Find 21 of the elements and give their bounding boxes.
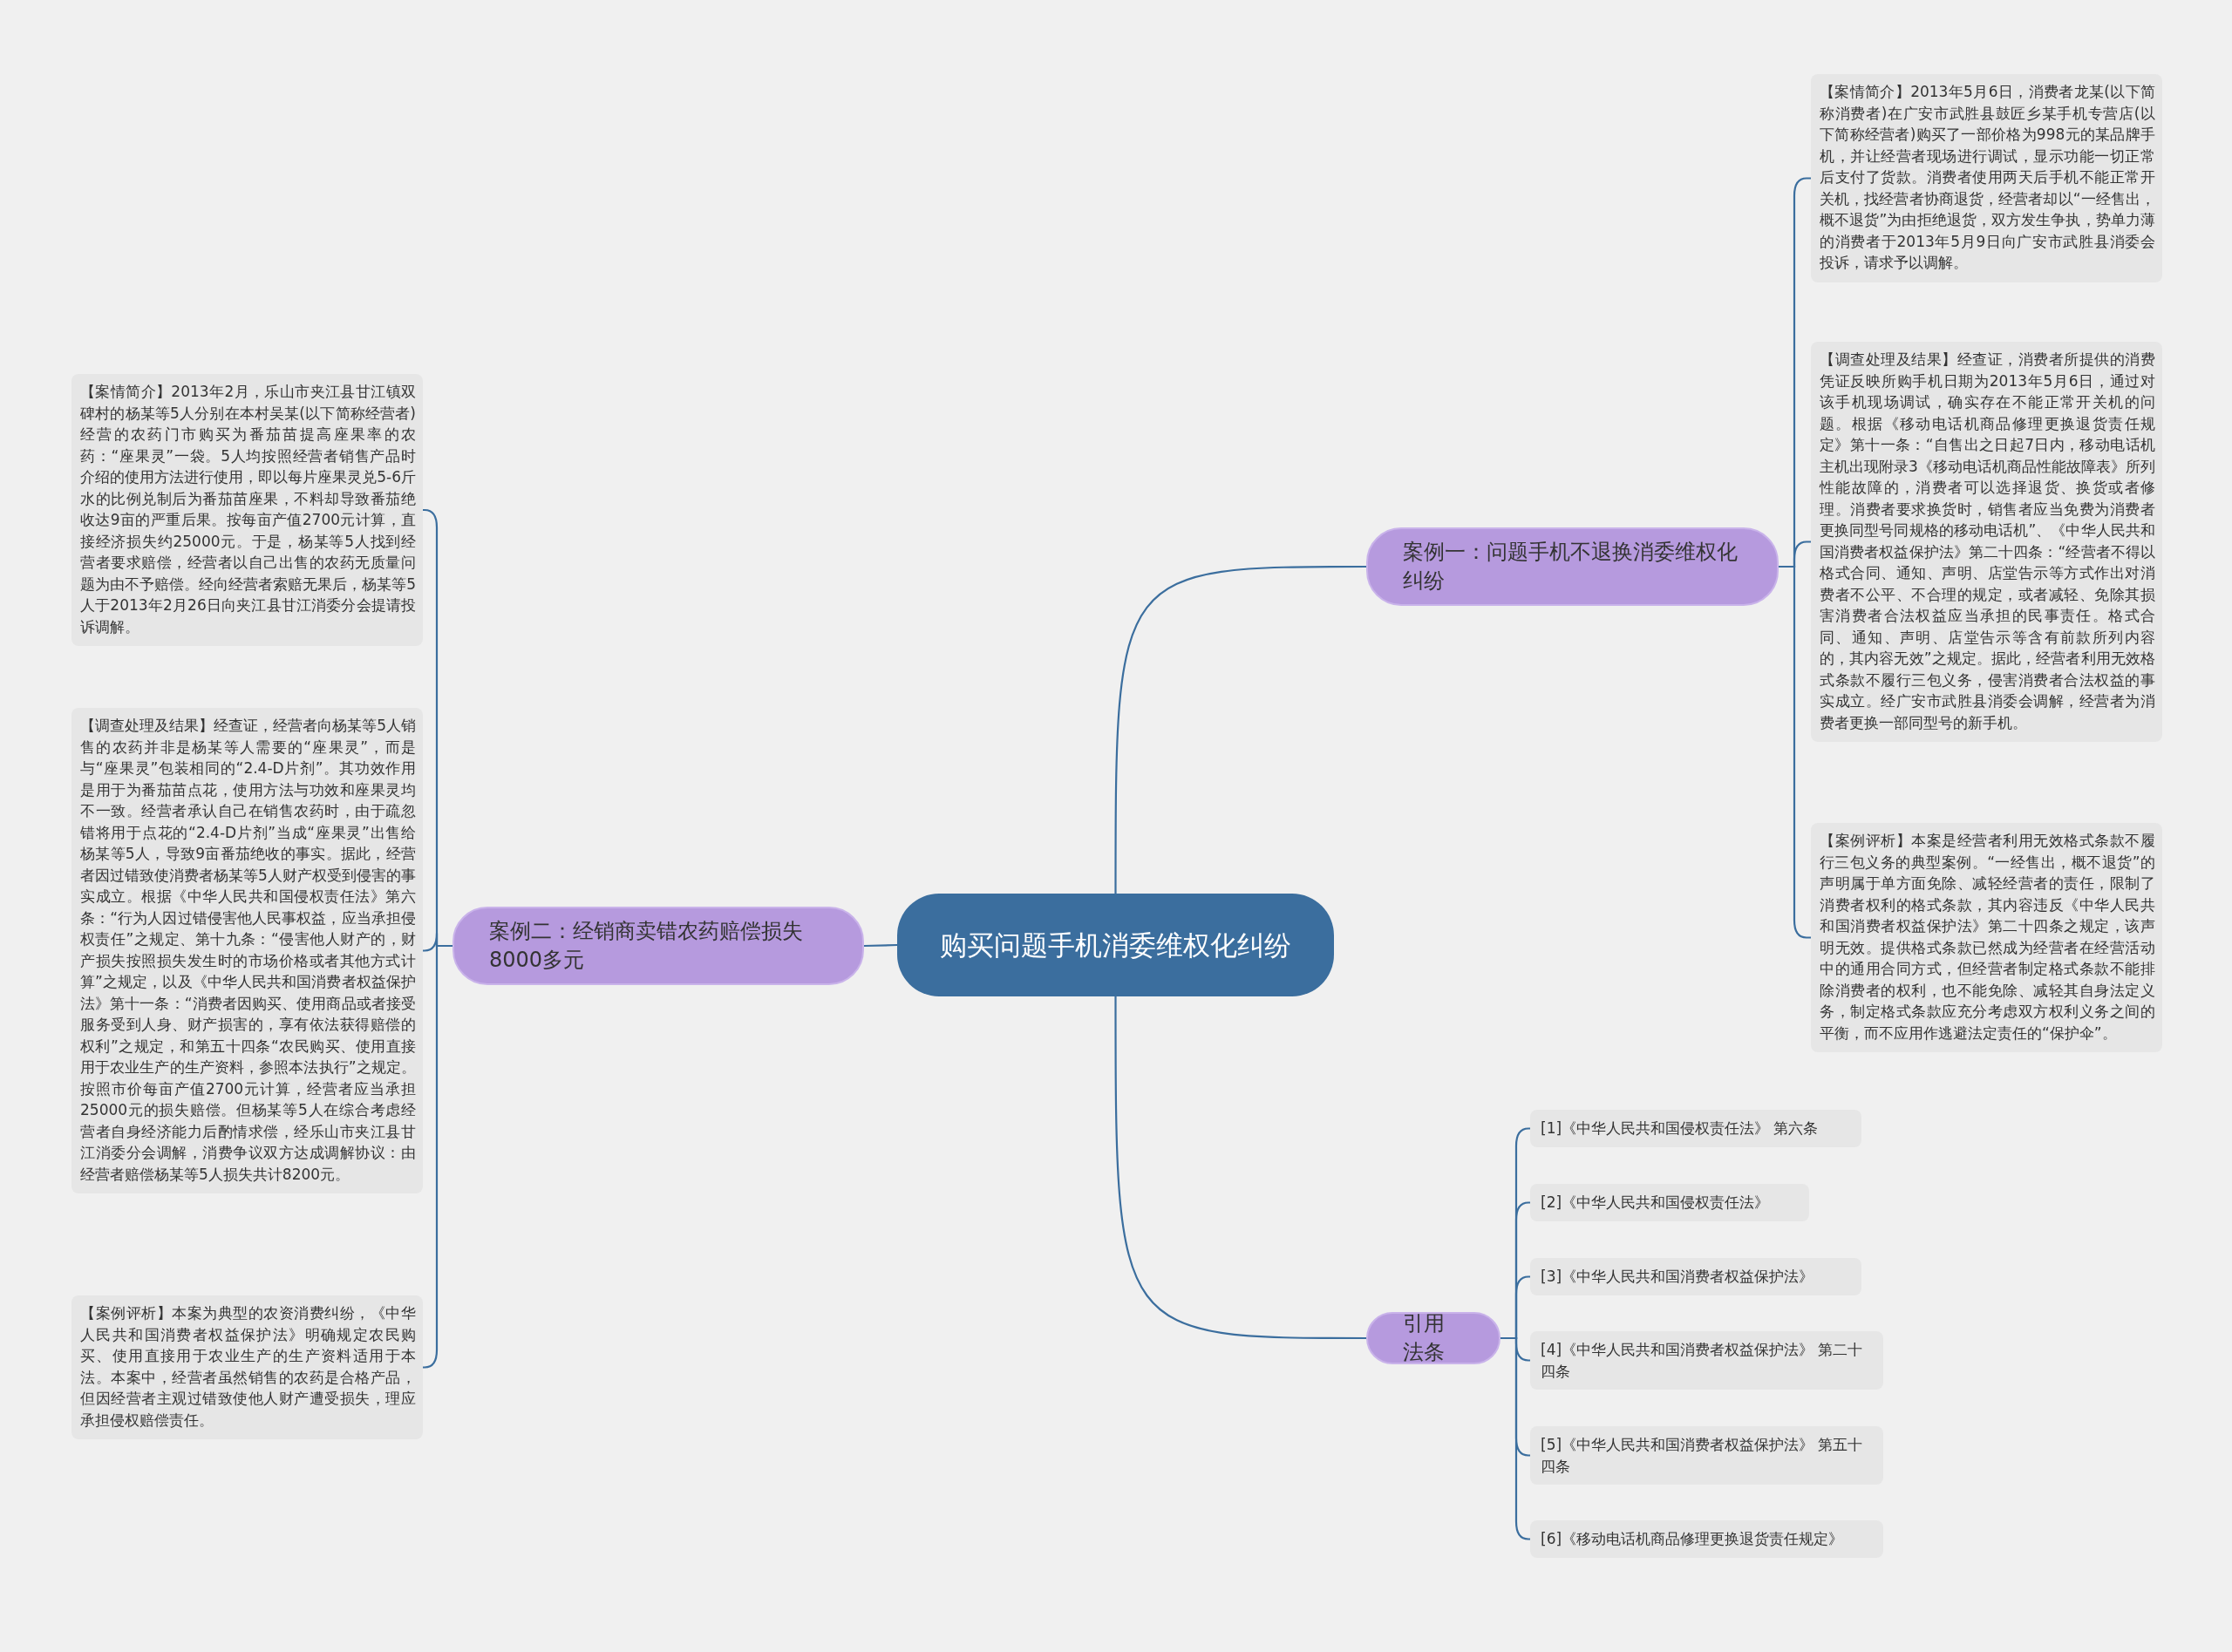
connector-line <box>1500 1336 1531 1540</box>
text-card: 【案情简介】2013年2月，乐山市夹江县甘江镇双碑村的杨某等5人分别在本村吴某(以下简称经营者)经营的农药门市购买为番茄苗提高座果率的农药：“座果灵”一袋。5人均按照经营者销售产品时介绍的使用方法进行使用，即以每片座果灵兑5-6斤水的比例兑制后为番茄苗座果，不料却导致番茄绝收达9亩的严重后果。按每亩产值2700元计算，直接经济损失约25000元。于是，杨某等5人找到经营者要求赔偿，经营者以自己出售的农药无质量问题为由不予赔偿。经向经营者索赔无果后，杨某等5人于2013年2月26日向夹江县甘江消委分会提请投诉调解。 <box>71 374 423 646</box>
connector-line <box>863 943 898 948</box>
text-card: [3]《中华人民共和国消费者权益保护法》 <box>1530 1258 1861 1295</box>
text-card: 【案例评析】本案为典型的农资消费纠纷，《中华人民共和国消费者权益保护法》明确规定农民购买、使用直接用于农业生产的生产资料适用于本法。本案中，经营者虽然销售的农药是合格产品，但因经营者主观过错致使他人财产遭受损失，理应承担侵权赔偿责任。 <box>71 1295 423 1439</box>
text-card: 【案情简介】2013年5月6日，消费者龙某(以下简称消费者)在广安市武胜县鼓匠乡某手机专营店(以下简称经营者)购买了一部价格为998元的某品牌手机，并让经营者现场进行调试，显示功能一切正常后支付了货款。消费者使用两天后手机不能正常开关机，找经营者协商退货，经营者却以“一经售出，概不退货”为由拒绝退货，双方发生争执，势单力薄的消费者于2013年5月9日向广安市武胜县消委会投诉，请求予以调解。 <box>1811 74 2162 282</box>
text-card: [2]《中华人民共和国侵权责任法》 <box>1530 1184 1809 1221</box>
text-card: 【案例评析】本案是经营者利用无效格式条款不履行三包义务的典型案例。“一经售出，概不退货”的声明属于单方面免除、减轻经营者的责任，限制了消费者权利的格式条款，其内容违反《中华人民共和国消费者权益保护法》第二十四条之规定，该声明无效。提供格式条款已然成为经营者在经营活动中的通用合同方式，但经营者制定格式条款不能排除消费者的权利，也不能免除、减轻其自身法定义务，制定格式条款应充分考虑双方权利义务之间的平衡，而不应用作逃避法定责任的“保护伞”。 <box>1811 823 2162 1052</box>
text-card: [1]《中华人民共和国侵权责任法》 第六条 <box>1530 1110 1861 1147</box>
connector-line <box>1779 565 1811 939</box>
text-card: 【调查处理及结果】经查证，消费者所提供的消费凭证反映所购手机日期为2013年5月6日，通过对该手机现场调试，确实存在不能正常开关机的问题。根据《移动电话机商品修理更换退货责任规定》第十一条：“自售出之日起7日内，移动电话机主机出现附录3《移动电话机商品性能故障表》所列性能故障的，消费者可以选择退货、换货或者修理。消费者要求换货时，销售者应当免费为消费者更换同型号同规格的移动电话机”、《中华人民共和国消费者权益保护法》第二十四条：“经营者不得以格式合同、通知、声明、店堂告示等方式作出对消费者不公平、不合理的规定，或者减轻、免除其损害消费者合法权益应当承担的民事责任。格式合同、通知、声明、店堂告示等含有前款所列内容的，其内容无效”之规定。据此，经营者利用无效格式条款不履行三包义务，侵害消费者合法权益的事实成立。经广安市武胜县消委会调解，经营者为消费者更换一部同型号的新手机。 <box>1811 342 2162 742</box>
text-card: [4]《中华人民共和国消费者权益保护法》 第二十四条 <box>1530 1331 1883 1390</box>
text-card: 【调查处理及结果】经查证，经营者向杨某等5人销售的农药并非是杨某等人需要的“座果灵”，而是与“座果灵”包装相同的“2.4-D片剂”。其功效作用是用于为番茄苗点花，使用方法与功效和座果灵均不一致。经营者承认自己在销售农药时，由于疏忽错将用于点花的“2.4-D片剂”当成“座果灵”出售给杨某等5人，导致9亩番茄绝收的事实。据此，经营者因过错致使消费者杨某等5人财产权受到侵害的事实成立。根据《中华人民共和国侵权责任法》第六条：“行为人因过错侵害他人民事权益，应当承担侵权责任”之规定、第十九条：“侵害他人财产的，财产损失按照损失发生时的市场价格或者其他方式计算”之规定，以及《中华人民共和国消费者权益保护法》第十一条：“消费者因购买、使用商品或者接受服务受到人身、财产损害的，享有依法获得赔偿的权利”之规定，和第五十四条“农民购买、使用直接用于农业生产的生产资料，参照本法执行”之规定。按照市价每亩产值2700元计算，经营者应当承担25000元的损失赔偿。但杨某等5人在综合考虑经营者自身经济能力后酌情求偿，经乐山市夹江县甘江消委分会调解，消费争议双方达成调解协议：由经营者赔偿杨某等5人损失共计8200元。 <box>71 708 423 1193</box>
central-topic: 购买问题手机消委维权化纠纷 <box>897 894 1334 996</box>
text-card: [6]《移动电话机商品修理更换退货责任规定》 <box>1530 1520 1883 1558</box>
connector-line <box>1114 996 1366 1340</box>
connector-line <box>1114 565 1366 894</box>
topic-bubble: 案例一：问题手机不退换消委维权化纠纷 <box>1366 527 1779 606</box>
text-card: [5]《中华人民共和国消费者权益保护法》 第五十四条 <box>1530 1426 1883 1485</box>
topic-bubble: 引用法条 <box>1366 1312 1500 1364</box>
topic-bubble: 案例二：经销商卖错农药赔偿损失8000多元 <box>453 907 864 985</box>
